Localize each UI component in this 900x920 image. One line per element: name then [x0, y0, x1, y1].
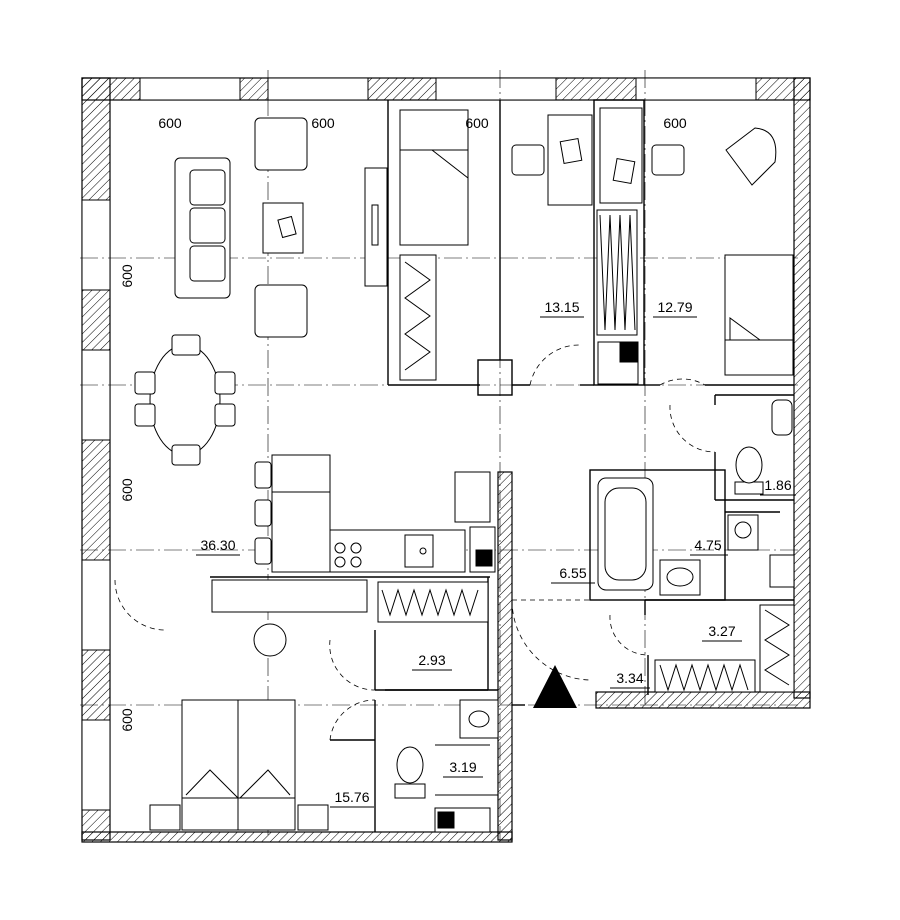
area-bedroom-2: 12.79: [657, 299, 692, 315]
dim-top-1: 600: [158, 115, 182, 131]
area-wc: 1.86: [764, 477, 791, 493]
coffee-table: [262, 202, 304, 254]
area-shower: 3.19: [449, 759, 476, 775]
doors: [114, 344, 716, 741]
top-dimensions: 600 600 600 600: [158, 115, 687, 131]
left-dimensions: 600 600 600: [119, 264, 135, 732]
bathtub: [597, 477, 654, 591]
entrance-marker: [533, 665, 577, 708]
area-closet-2: 2.93: [418, 652, 445, 668]
tv-console: [364, 167, 388, 287]
wc-toilet: [734, 399, 793, 495]
dim-left-1: 600: [119, 264, 135, 288]
desk-2: [599, 107, 685, 204]
bed-3: [149, 699, 329, 831]
utility-shafts: [434, 341, 795, 833]
dining-table: [134, 334, 236, 466]
armchairs: [254, 117, 308, 338]
shower-fixtures: [394, 699, 499, 799]
closet-3-wardrobe: [654, 604, 795, 693]
wardrobe-1: [399, 254, 437, 381]
area-corridor: 3.34: [616, 670, 643, 686]
bed-1: [399, 109, 469, 246]
dim-top-3: 600: [465, 115, 489, 131]
desk-wardrobe: [211, 579, 489, 657]
windows: [81, 77, 757, 811]
area-living: 36.30: [200, 537, 235, 553]
area-bedroom-1: 13.15: [544, 299, 579, 315]
interior-walls: [210, 99, 794, 832]
bath-sink: [659, 514, 759, 596]
dim-left-2: 600: [119, 478, 135, 502]
area-hall: 6.55: [559, 565, 586, 581]
dim-left-3: 600: [119, 708, 135, 732]
kitchen-counter: [329, 471, 491, 573]
desk-1: [511, 114, 593, 206]
area-bedroom-3: 15.76: [334, 789, 369, 805]
room-areas: 36.30 13.15 12.79 6.55 4.75 1.86 3.27 3.…: [196, 299, 796, 808]
area-bathroom: 4.75: [694, 537, 721, 553]
bed-2: [724, 254, 794, 376]
kitchen-island: [254, 454, 331, 573]
dim-top-4: 600: [663, 115, 687, 131]
armchair-2: [725, 127, 777, 186]
dim-top-2: 600: [311, 115, 335, 131]
area-closet-1: 3.27: [708, 623, 735, 639]
wardrobe-2: [596, 209, 638, 336]
sofa: [174, 157, 231, 299]
